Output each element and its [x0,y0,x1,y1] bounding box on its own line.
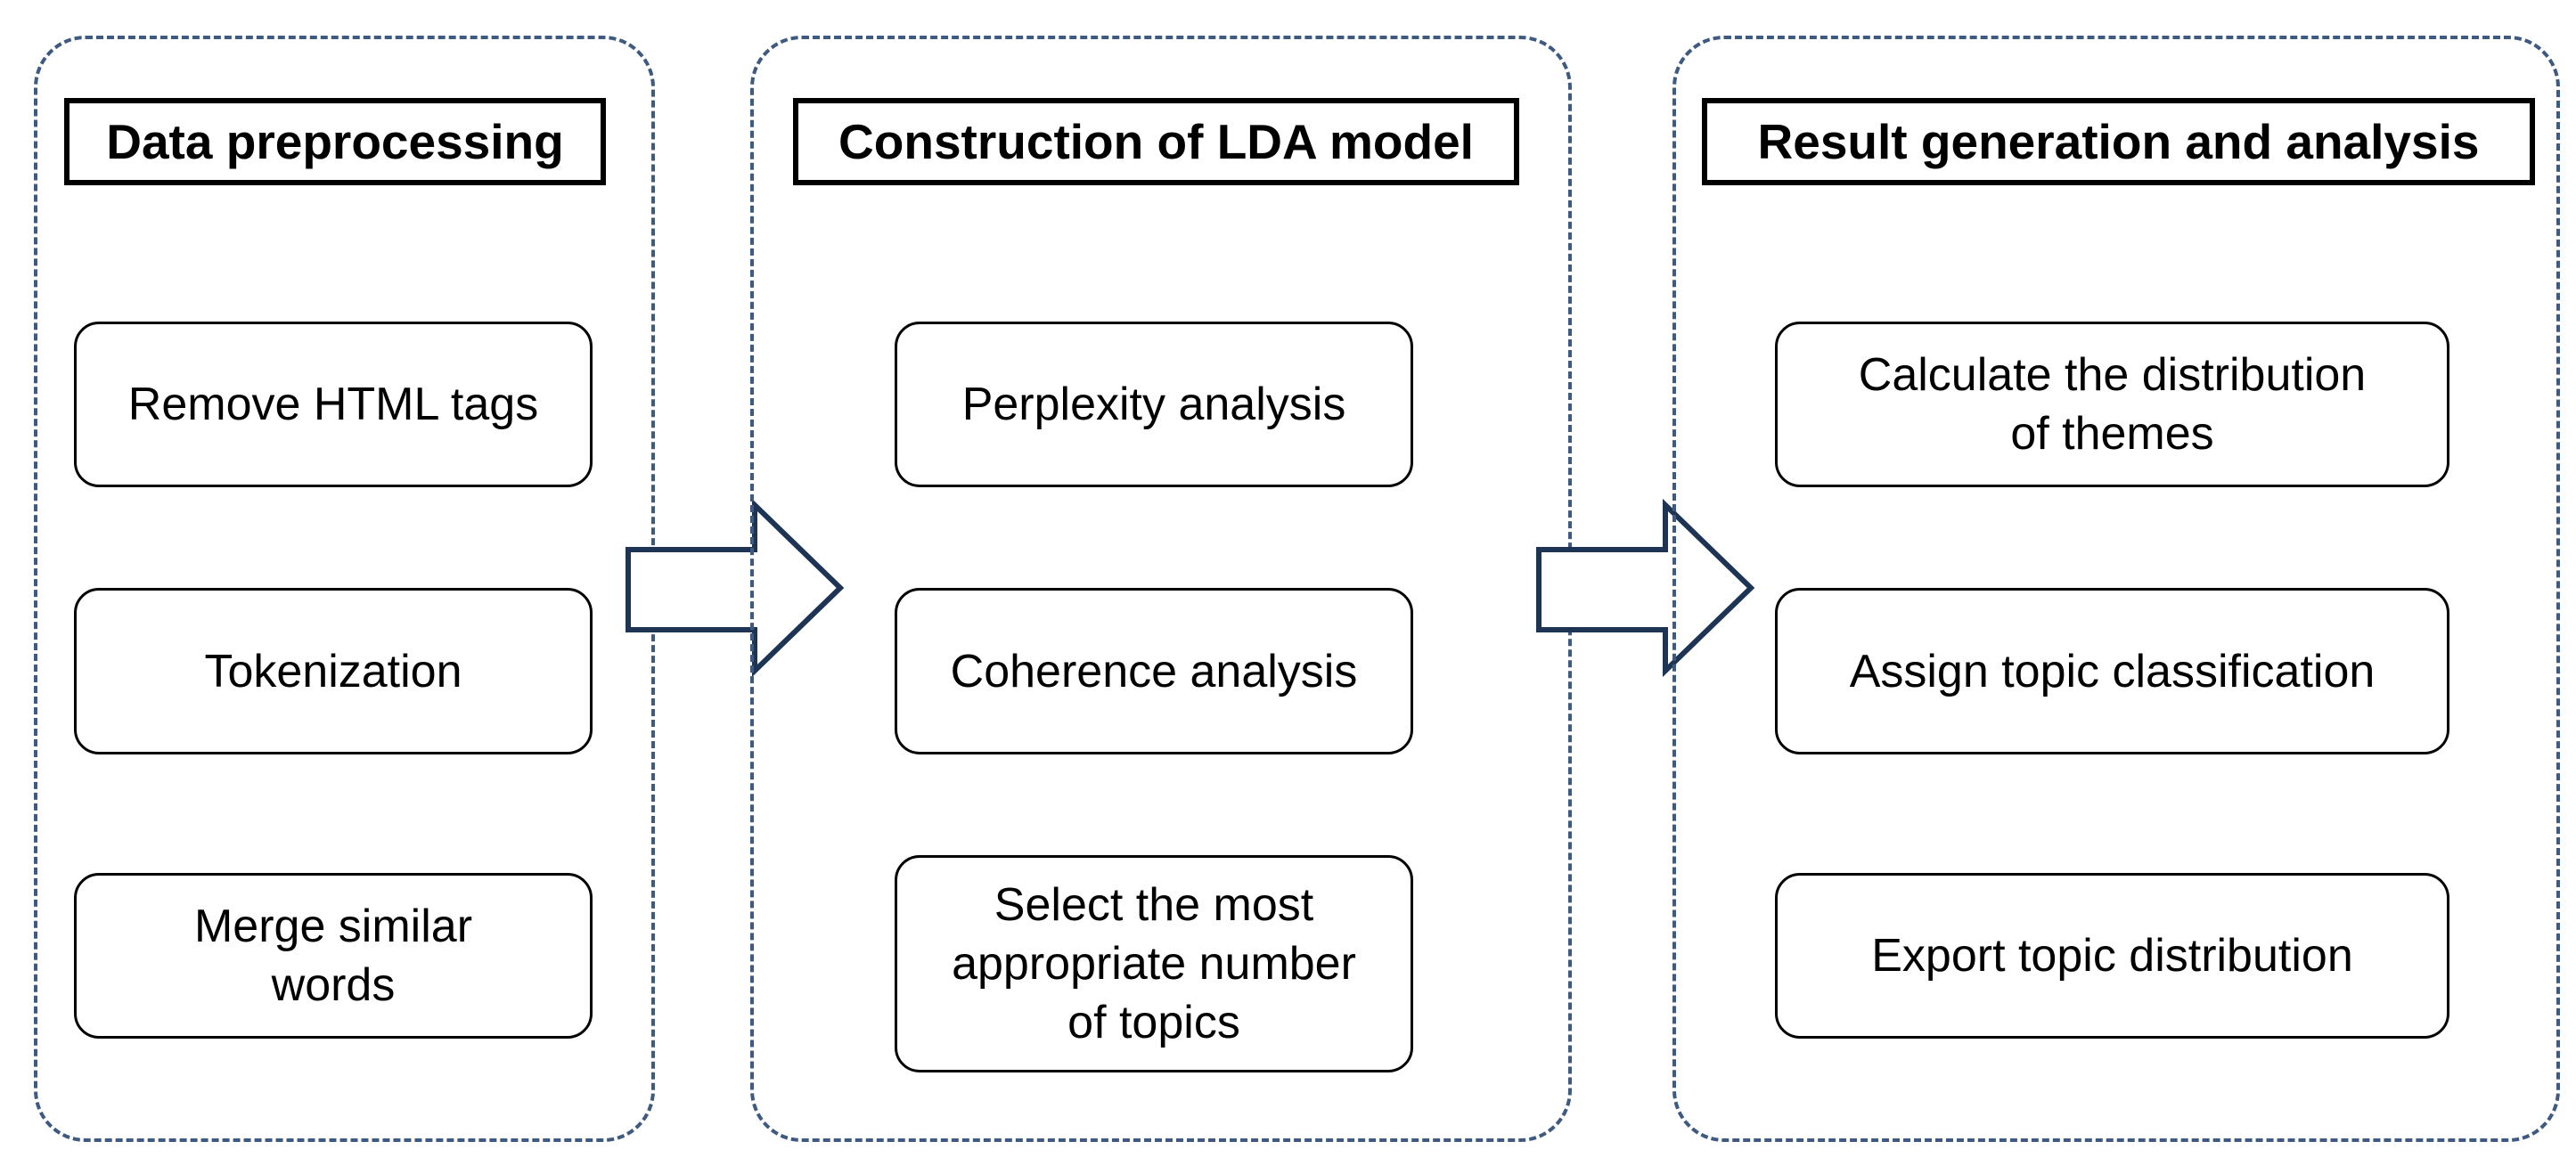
step-perplexity-analysis: Perplexity analysis [895,322,1413,487]
panel-title-result-generation-and-analysis: Result generation and analysis [1702,98,2535,185]
step-coherence-analysis: Coherence analysis [895,588,1413,754]
panel-result-generation-and-analysis [1672,36,2560,1142]
step-calculate-distribution-of-themes: Calculate the distribution of themes [1775,322,2449,487]
right-arrow-icon [626,499,845,677]
step-tokenization: Tokenization [74,588,593,754]
step-merge-similar-words: Merge similar words [74,873,593,1039]
panel-title-construction-of-lda-model: Construction of LDA model [793,98,1519,185]
panel-title-data-preprocessing: Data preprocessing [64,98,606,185]
step-export-topic-distribution: Export topic distribution [1775,873,2449,1039]
step-select-number-of-topics: Select the most appropriate number of to… [895,855,1413,1072]
step-remove-html-tags: Remove HTML tags [74,322,593,487]
right-arrow-icon [1536,499,1755,677]
step-assign-topic-classification: Assign topic classification [1775,588,2449,754]
